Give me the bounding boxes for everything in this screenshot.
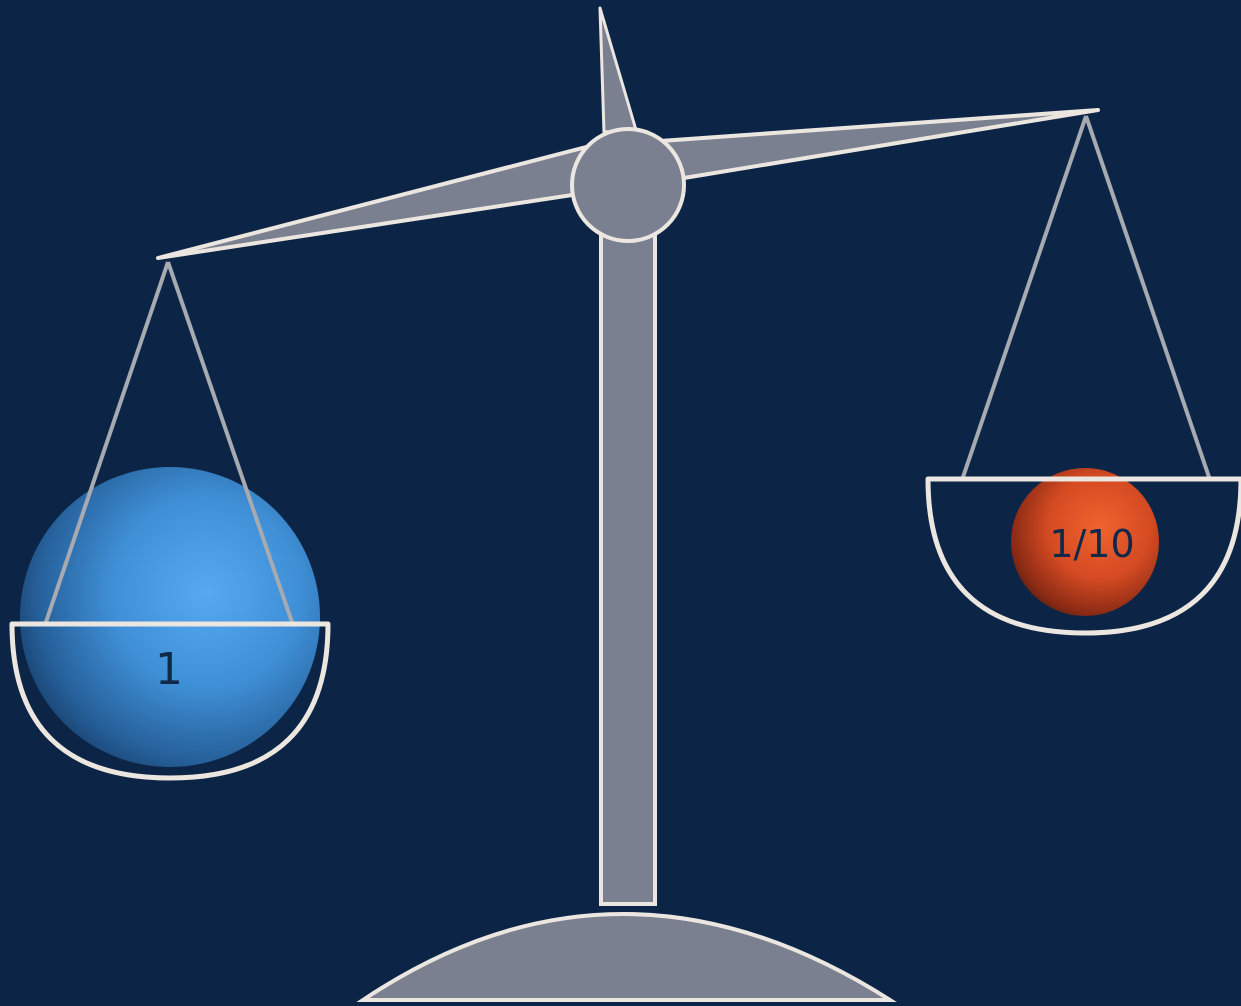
left-pan-assembly: 1: [12, 262, 328, 778]
small-ball-label: 1/10: [1049, 522, 1134, 566]
right-pan-string-right: [1086, 116, 1210, 480]
big-blue-ball: [20, 467, 320, 767]
right-pan-string-left: [962, 116, 1086, 480]
scale-pivot-hub: [572, 129, 684, 241]
right-pan-assembly: 1/10: [928, 116, 1241, 633]
scale-top-spike: [600, 8, 636, 132]
scale-pillar: [601, 196, 655, 904]
scale-base: [363, 914, 890, 1000]
big-ball-label: 1: [155, 644, 183, 695]
